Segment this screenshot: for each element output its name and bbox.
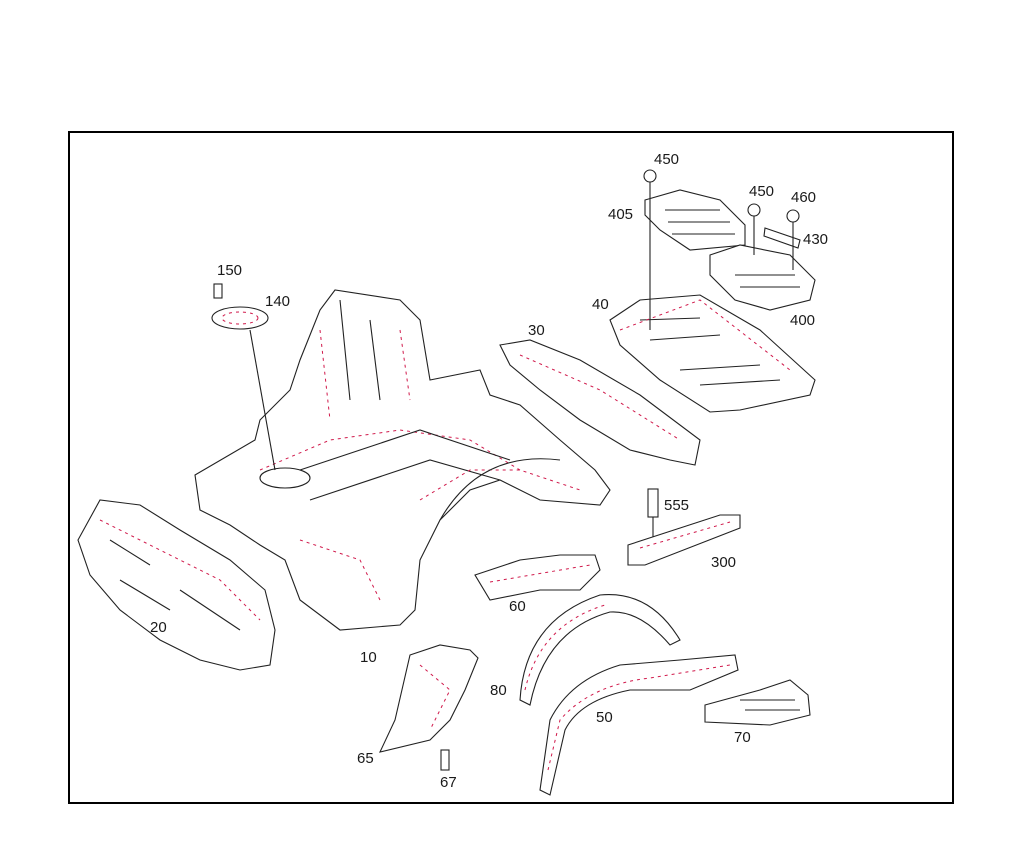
label-part-555[interactable]: 555 — [664, 497, 690, 514]
label-part-20[interactable]: 20 — [150, 619, 167, 636]
part-40-floor-pan[interactable] — [609, 294, 816, 413]
label-part-40[interactable]: 40 — [592, 296, 609, 313]
part-67-spring[interactable] — [440, 749, 450, 771]
part-60-member[interactable] — [474, 554, 601, 601]
part-450-nut-b[interactable] — [747, 203, 761, 255]
part-405-bracket[interactable] — [644, 189, 746, 251]
label-part-450-b[interactable]: 450 — [749, 183, 775, 200]
part-460-nut[interactable] — [786, 209, 800, 270]
part-50-rail[interactable] — [539, 654, 739, 796]
label-part-140[interactable]: 140 — [265, 293, 291, 310]
part-300-crossmember[interactable] — [627, 514, 741, 566]
part-10-floor-assembly[interactable] — [194, 289, 611, 631]
label-part-65[interactable]: 65 — [357, 750, 374, 767]
part-430-strip[interactable] — [763, 227, 801, 249]
label-part-405[interactable]: 405 — [608, 206, 634, 223]
label-part-400[interactable]: 400 — [790, 312, 816, 329]
part-400-bracket[interactable] — [709, 244, 816, 311]
label-part-150[interactable]: 150 — [217, 262, 243, 279]
label-part-70[interactable]: 70 — [734, 729, 751, 746]
label-part-10[interactable]: 10 — [360, 649, 377, 666]
label-part-50[interactable]: 50 — [596, 709, 613, 726]
label-part-60[interactable]: 60 — [509, 598, 526, 615]
part-450-nut-a[interactable] — [643, 169, 657, 330]
part-20-rear-panel[interactable] — [77, 499, 276, 671]
part-140-plate[interactable] — [211, 306, 276, 471]
label-part-80[interactable]: 80 — [490, 682, 507, 699]
part-80-wheel-arch[interactable] — [519, 593, 681, 706]
label-part-300[interactable]: 300 — [711, 554, 737, 571]
part-65-pillar[interactable] — [379, 644, 479, 753]
label-part-430[interactable]: 430 — [803, 231, 829, 248]
part-150-bolt[interactable] — [213, 283, 223, 299]
label-part-30[interactable]: 30 — [528, 322, 545, 339]
part-70-bracket[interactable] — [704, 679, 811, 726]
label-part-450-a[interactable]: 450 — [654, 151, 680, 168]
label-part-460[interactable]: 460 — [791, 189, 817, 206]
diagram-frame — [68, 131, 954, 804]
part-30-tunnel[interactable] — [499, 339, 701, 466]
label-part-67[interactable]: 67 — [440, 774, 457, 791]
